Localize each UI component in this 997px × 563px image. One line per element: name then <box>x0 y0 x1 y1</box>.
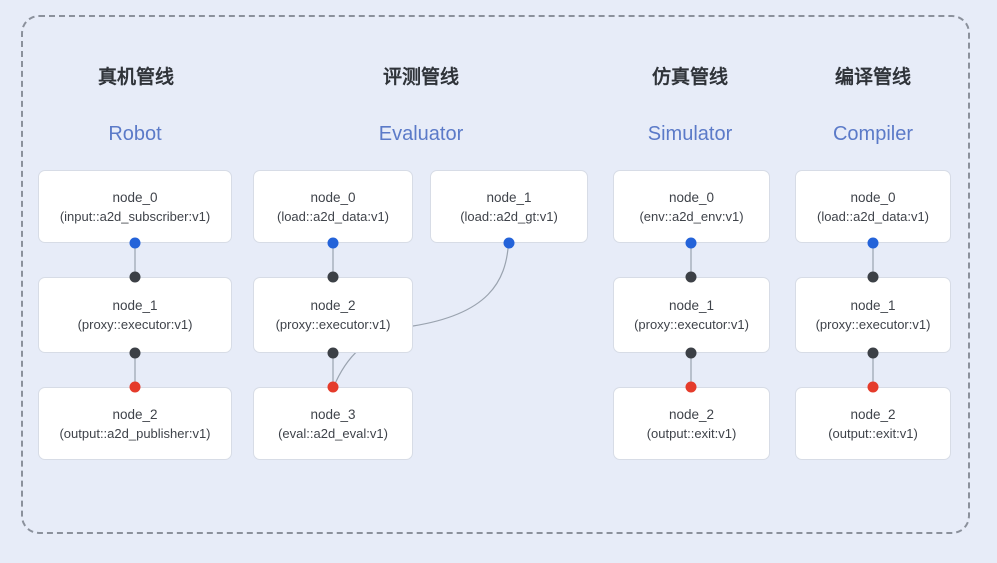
pipeline-title-evaluator-en: Evaluator <box>378 123 464 145</box>
input-port-dot[interactable] <box>129 237 141 249</box>
node-box-simulator-node0[interactable]: node_0 (env::a2d_env:v1) <box>613 170 770 243</box>
node-box-evaluator-node1[interactable]: node_1 (load::a2d_gt:v1) <box>430 170 588 243</box>
internal-port-dot[interactable] <box>327 271 339 283</box>
node-box-simulator-node2[interactable]: node_2 (output::exit:v1) <box>613 387 770 460</box>
pipeline-title-compiler-en: Compiler <box>832 123 914 145</box>
internal-port-dot[interactable] <box>129 271 141 283</box>
input-port-dot[interactable] <box>685 237 697 249</box>
pipeline-title-simulator-en: Simulator <box>647 123 733 145</box>
node-name: node_2 <box>668 406 715 422</box>
input-port-dot[interactable] <box>503 237 515 249</box>
node-type: (output::exit:v1) <box>828 425 918 441</box>
node-name: node_2 <box>310 298 356 313</box>
node-type: (load::a2d_data:v1) <box>276 208 390 224</box>
node-box-compiler-node1[interactable]: node_1 (proxy::executor:v1) <box>795 277 951 353</box>
node-type: (proxy::executor:v1) <box>77 317 193 332</box>
internal-port-dot[interactable] <box>685 347 697 359</box>
input-port-dot[interactable] <box>327 237 339 249</box>
wire-curved-gt-to-eval <box>333 242 510 387</box>
node-box-compiler-node2[interactable]: node_2 (output::exit:v1) <box>795 387 951 460</box>
node-name: node_0 <box>668 189 715 205</box>
pipeline-title-robot-en: Robot <box>108 123 162 145</box>
node-box-robot-node1[interactable]: node_1 (proxy::executor:v1) <box>38 277 232 353</box>
node-type: (proxy::executor:v1) <box>634 317 749 332</box>
node-name: node_1 <box>850 298 896 313</box>
node-name: node_0 <box>310 189 356 205</box>
node-type: (load::a2d_data:v1) <box>816 208 930 224</box>
output-port-dot[interactable] <box>327 381 339 393</box>
node-name: node_3 <box>310 406 356 422</box>
node-box-simulator-node1[interactable]: node_1 (proxy::executor:v1) <box>613 277 770 353</box>
internal-port-dot[interactable] <box>327 347 339 359</box>
node-type: (input::a2d_subscriber:v1) <box>59 208 211 224</box>
node-box-evaluator-node3[interactable]: node_3 (eval::a2d_eval:v1) <box>253 387 413 460</box>
node-box-evaluator-node2[interactable]: node_2 (proxy::executor:v1) <box>253 277 413 353</box>
node-type: (env::a2d_env:v1) <box>639 208 744 224</box>
pipeline-title-simulator-zh: 仿真管线 <box>651 67 729 88</box>
internal-port-dot[interactable] <box>685 271 697 283</box>
node-type: (load::a2d_gt:v1) <box>460 208 558 224</box>
node-name: node_1 <box>486 189 532 205</box>
pipeline-title-compiler-zh: 编译管线 <box>834 67 912 88</box>
output-port-dot[interactable] <box>685 381 697 393</box>
node-name: node_0 <box>112 189 158 205</box>
node-type: (output::a2d_publisher:v1) <box>59 425 211 441</box>
node-name: node_1 <box>112 298 158 313</box>
node-name: node_2 <box>850 406 896 422</box>
node-name: node_1 <box>668 298 715 313</box>
node-type: (proxy::executor:v1) <box>275 317 391 332</box>
output-port-dot[interactable] <box>867 381 879 393</box>
node-type: (proxy::executor:v1) <box>815 317 931 332</box>
node-box-evaluator-node0[interactable]: node_0 (load::a2d_data:v1) <box>253 170 413 243</box>
node-name: node_2 <box>112 406 158 422</box>
node-box-robot-node0[interactable]: node_0 (input::a2d_subscriber:v1) <box>38 170 232 243</box>
pipeline-title-evaluator-zh: 评测管线 <box>382 67 460 88</box>
node-type: (output::exit:v1) <box>646 425 737 441</box>
input-port-dot[interactable] <box>867 237 879 249</box>
internal-port-dot[interactable] <box>129 347 141 359</box>
internal-port-dot[interactable] <box>867 347 879 359</box>
internal-port-dot[interactable] <box>867 271 879 283</box>
node-name: node_0 <box>850 189 896 205</box>
node-type: (eval::a2d_eval:v1) <box>278 425 388 441</box>
pipeline-title-robot-zh: 真机管线 <box>97 67 175 88</box>
node-box-compiler-node0[interactable]: node_0 (load::a2d_data:v1) <box>795 170 951 243</box>
output-port-dot[interactable] <box>129 381 141 393</box>
node-box-robot-node2[interactable]: node_2 (output::a2d_publisher:v1) <box>38 387 232 460</box>
